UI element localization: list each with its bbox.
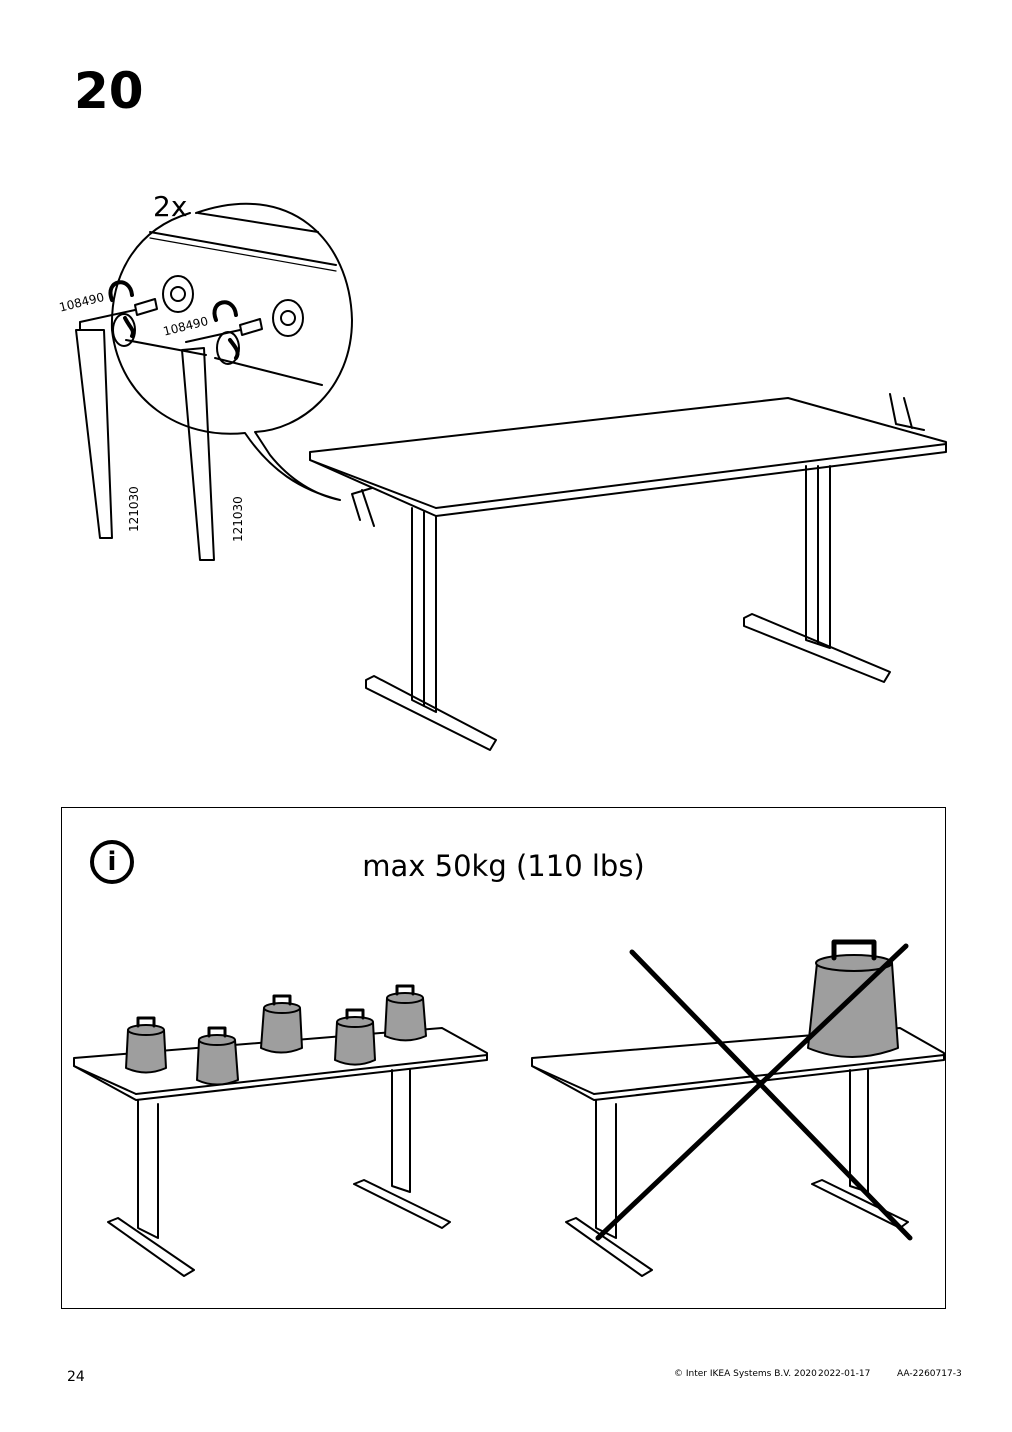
prohibited-cross-icon [595,943,913,1241]
info-icon: i [90,840,134,884]
desk-correct [73,1027,488,1277]
document-id: AA-2260717-3 [897,1369,962,1379]
desk-foot-back [743,613,891,683]
cam-fitting-1 [162,275,194,313]
document-date: 2022-01-17 [818,1369,871,1379]
cam-fitting-2 [272,299,304,337]
desk-foot-front [365,675,497,751]
desk-top [309,397,947,517]
hex-key-2 [181,329,241,561]
assembly-illustration [75,202,947,751]
key-part-code-1: 121030 [127,486,141,532]
load-distribution-illustration [73,939,945,1277]
quantity-label: 2x [153,190,188,223]
step-number: 20 [74,62,144,120]
desk-incorrect [531,1027,945,1277]
detail-callout-bubble [110,202,353,501]
small-weights [125,992,427,1086]
page-number: 24 [67,1369,85,1385]
key-part-code-2: 121030 [231,496,245,542]
weight-limit-text: max 50kg (110 lbs) [362,849,645,883]
copyright-text: © Inter IKEA Systems B.V. 2020 [674,1369,817,1379]
hex-key-1 [75,309,136,539]
heavy-weight [807,939,899,1058]
load-info-box: i max 50kg (110 lbs) [61,807,946,1309]
